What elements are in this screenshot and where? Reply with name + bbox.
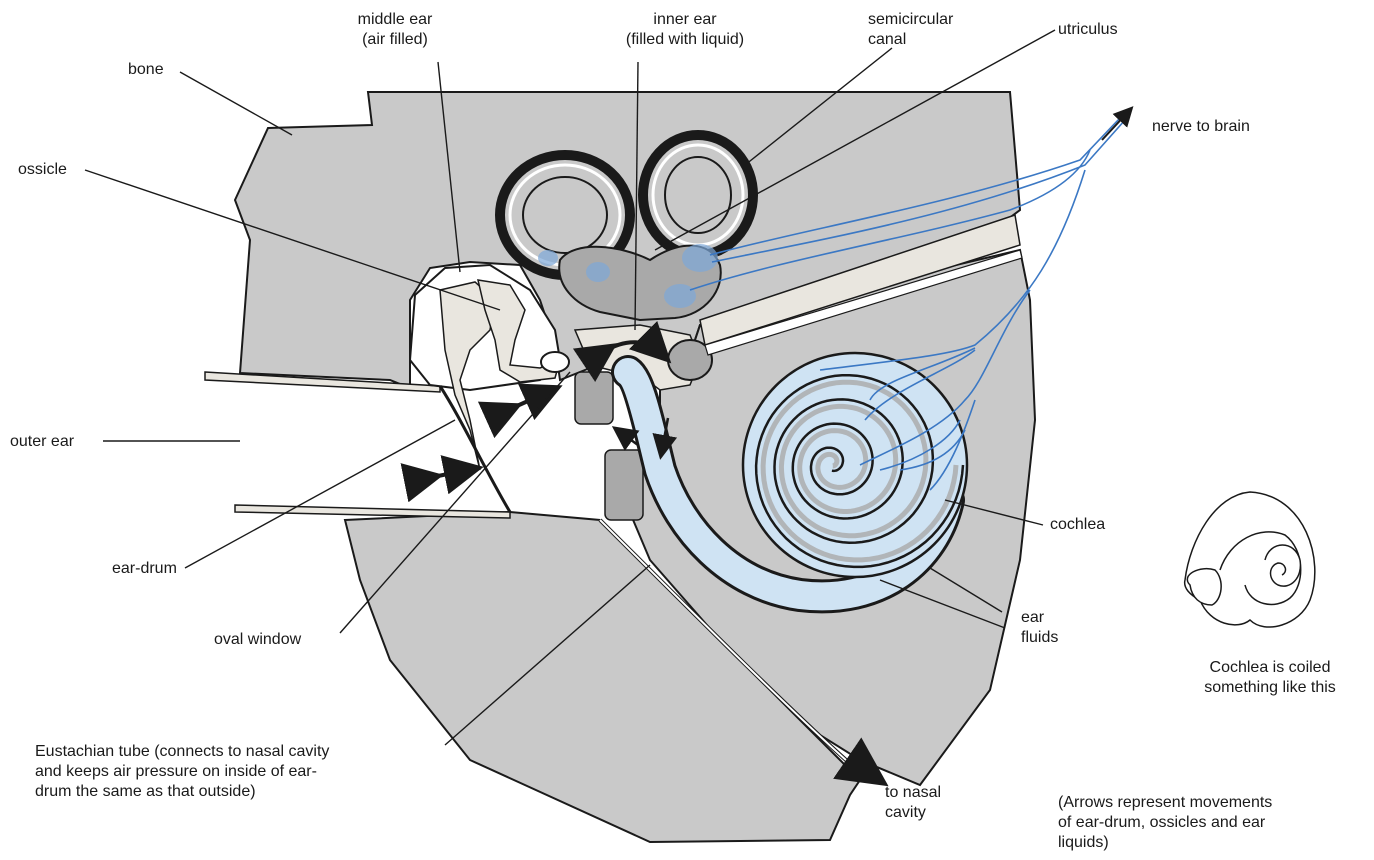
ossicle-stirrup [541, 352, 569, 372]
label-eustachian-tube: Eustachian tube (connects to nasal cavit… [35, 742, 329, 802]
ear-drum [440, 386, 510, 512]
cochlea-sketch [1185, 492, 1315, 627]
label-cochlea: cochlea [1050, 515, 1105, 535]
label-middle-ear: middle ear (air filled) [330, 10, 460, 50]
round-window-block [575, 372, 613, 424]
label-arrows-note: (Arrows represent movements of ear-drum,… [1058, 793, 1272, 853]
label-bone: bone [128, 60, 164, 80]
label-utriculus: utriculus [1058, 20, 1118, 40]
label-cochlea-caption: Cochlea is coiled something like this [1172, 658, 1368, 698]
nerve-arrow [1102, 112, 1128, 140]
label-oval-window: oval window [214, 630, 301, 650]
cochlea-spiral [743, 353, 967, 577]
label-ear-fluids: ear fluids [1021, 608, 1058, 648]
label-semicircular-canal: semicircular canal [868, 10, 953, 50]
ear-canal-lower-wall [235, 505, 510, 518]
label-nerve-to-brain: nerve to brain [1152, 117, 1250, 137]
label-outer-ear: outer ear [10, 432, 74, 452]
label-to-nasal-cavity: to nasal cavity [885, 783, 941, 823]
label-ossicle: ossicle [18, 160, 67, 180]
label-inner-ear: inner ear (filled with liquid) [580, 10, 790, 50]
label-ear-drum: ear-drum [112, 559, 177, 579]
